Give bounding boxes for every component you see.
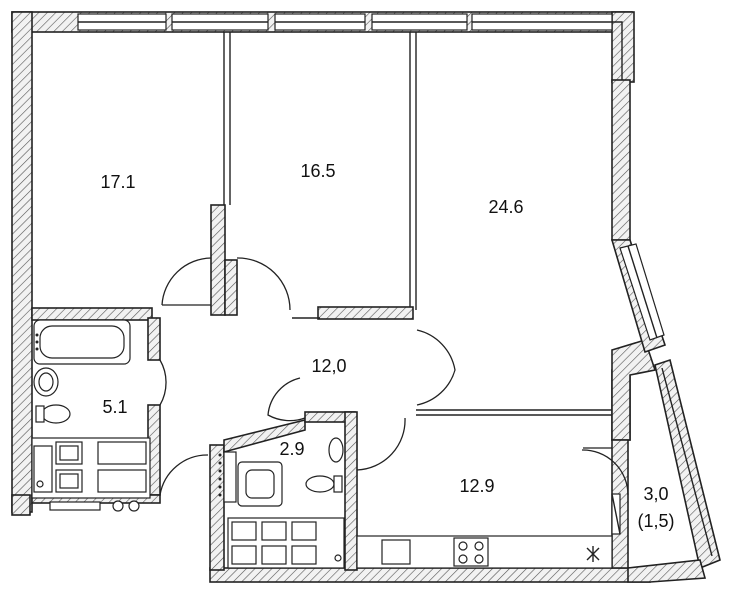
room-area-bedroom-left: 17.1 xyxy=(100,172,135,192)
bathroom-fixtures xyxy=(31,319,151,512)
room-area-bathroom: 5.1 xyxy=(102,397,127,417)
room-area-toilet: 2.9 xyxy=(279,439,304,459)
kitchen-fixtures xyxy=(356,493,621,569)
room-area-hall: 12,0 xyxy=(311,356,346,376)
snowflake-icon xyxy=(586,546,600,562)
room-area-bedroom-mid: 16.5 xyxy=(300,161,335,181)
room-area-balcony: 3,0 xyxy=(643,484,668,504)
room-area-kitchen: 12.9 xyxy=(459,476,494,496)
interior-walls xyxy=(31,32,629,571)
windows xyxy=(77,13,713,557)
room-area-balcony-reduced: (1,5) xyxy=(637,511,674,531)
room-area-living-room: 24.6 xyxy=(488,197,523,217)
toilet-fixtures xyxy=(218,437,345,569)
doors xyxy=(159,257,629,496)
